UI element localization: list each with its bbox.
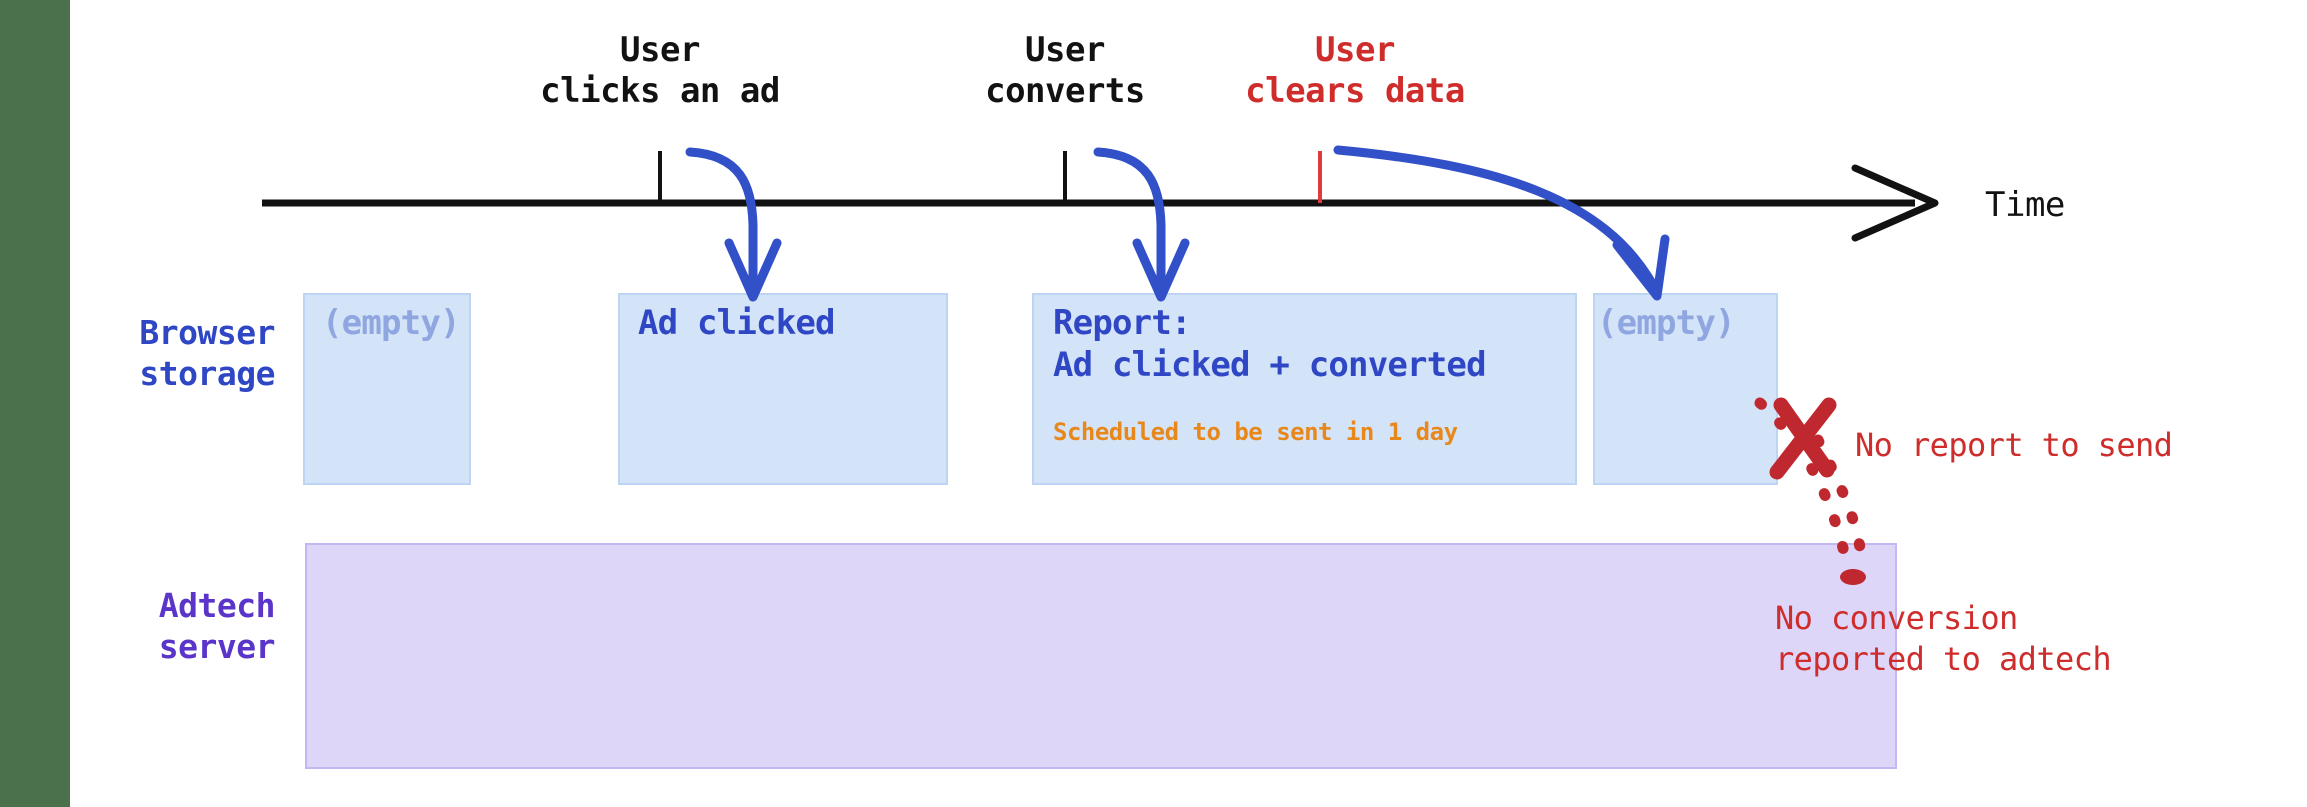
event-label-user-clears-data: User clears data [1245, 30, 1465, 112]
row-label-browser-storage: Browser storage [139, 313, 275, 394]
storage-box-3 [1032, 293, 1577, 485]
storage-box-2-label: Ad clicked [638, 303, 836, 343]
storage-box-1 [303, 293, 471, 485]
storage-box-3-sublabel: Scheduled to be sent in 1 day [1053, 418, 1458, 446]
adtech-server-box [305, 543, 1897, 769]
left-green-band [0, 0, 70, 807]
event-label-user-clicks-an-ad: User clicks an ad [540, 30, 780, 112]
row-label-adtech-server: Adtech server [158, 586, 276, 667]
event-label-user-converts: User converts [985, 30, 1145, 112]
time-axis-label: Time [1985, 185, 2065, 225]
storage-box-1-label: (empty) [322, 303, 461, 343]
storage-box-3-label: Report: Ad clicked + converted [1053, 303, 1487, 386]
annotation-no-conversion-reported: No conversion reported to adtech [1775, 599, 2112, 678]
storage-box-4 [1593, 293, 1778, 485]
storage-box-4-label: (empty) [1597, 303, 1736, 343]
storage-box-2 [618, 293, 948, 485]
annotation-no-report-to-send: No report to send [1855, 426, 2173, 464]
